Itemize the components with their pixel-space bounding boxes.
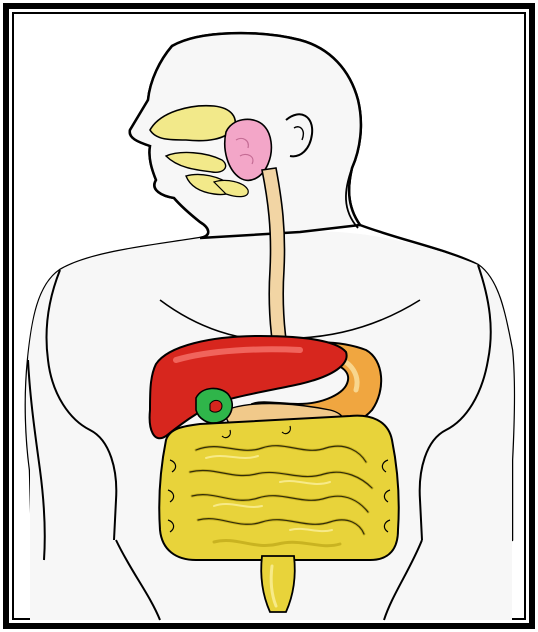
rectum <box>261 556 294 612</box>
duodenum-red <box>210 400 222 412</box>
large-intestine <box>159 416 399 560</box>
